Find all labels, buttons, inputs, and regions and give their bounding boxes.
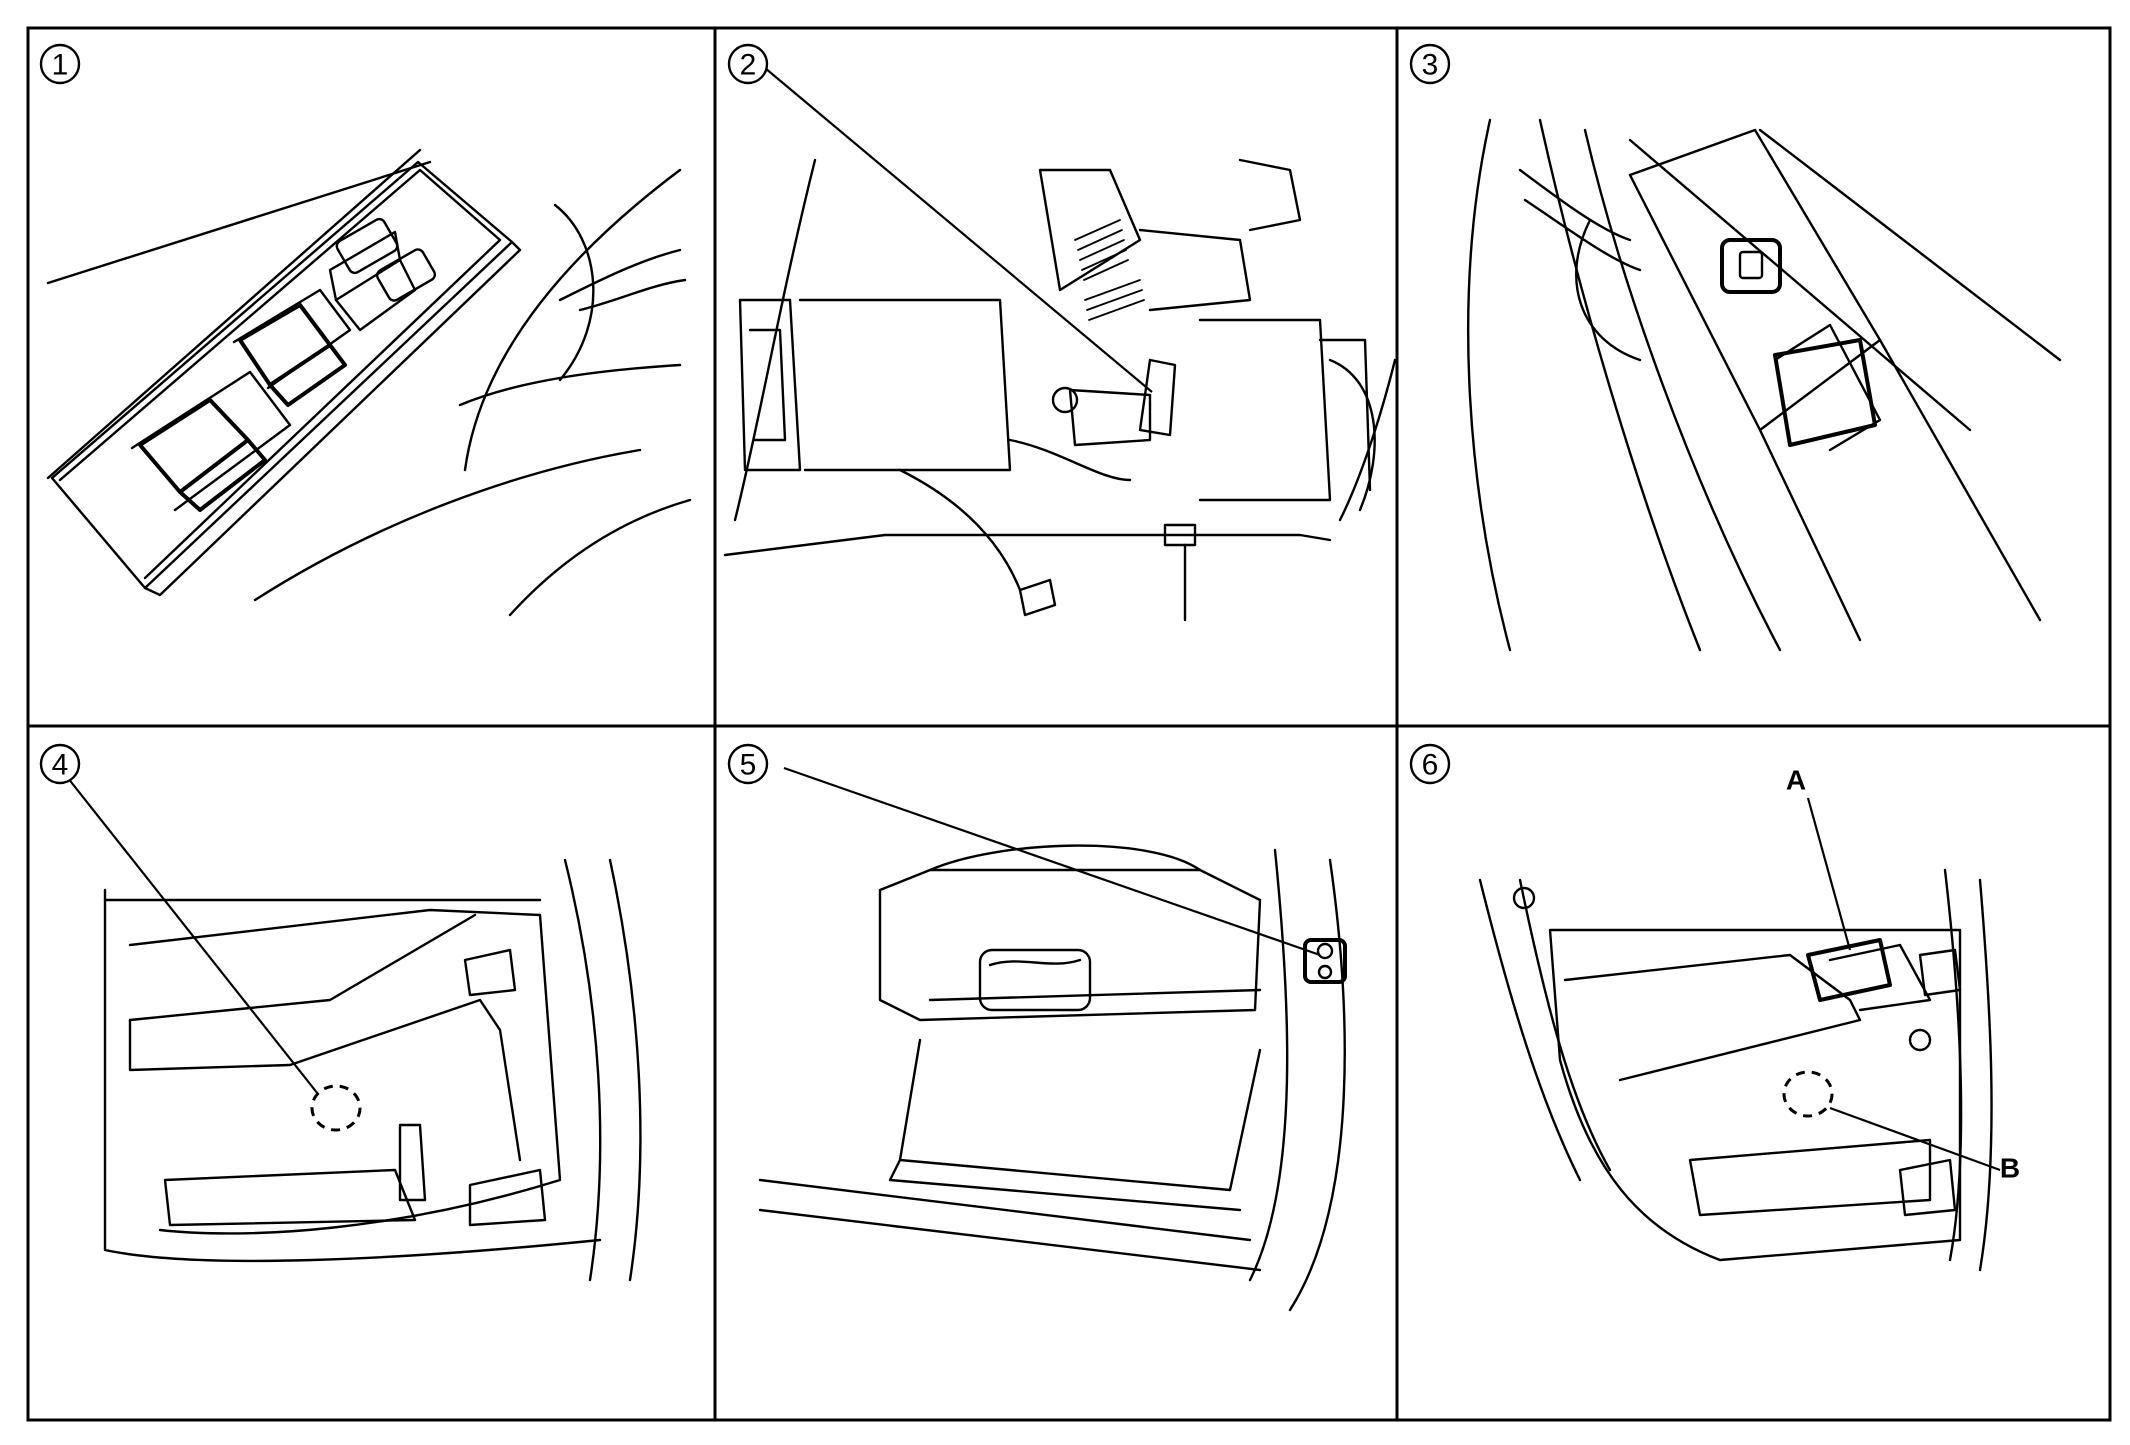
panel-6-rear-door-trim [1478, 797, 2001, 1272]
panel-number-5-label: 5 [740, 749, 757, 782]
panel-number-2: 2 [727, 43, 769, 85]
panel-number-4-label: 4 [52, 749, 69, 782]
panel-number-1-label: 1 [52, 49, 69, 82]
panel-1-main-window-switch [46, 148, 692, 617]
callout-a-label: A [1786, 765, 1806, 796]
panel-grid [26, 26, 2112, 1422]
panel-number-4: 4 [39, 743, 81, 785]
panel-number-6: 6 [1409, 743, 1451, 785]
panel-number-6-label: 6 [1422, 749, 1439, 782]
panel-number-2-label: 2 [740, 49, 757, 82]
panel-5-seat-side [758, 766, 1347, 1312]
panel-3-passenger-window-switch [1467, 118, 2062, 652]
panel-2-dash-connector [723, 67, 1397, 622]
panel-number-1: 1 [39, 43, 81, 85]
panel-4-front-door-trim [59, 767, 642, 1282]
panel-number-5: 5 [727, 743, 769, 785]
panel-number-3: 3 [1409, 43, 1451, 85]
callout-b-label: B [2000, 1153, 2020, 1184]
panel-number-3-label: 3 [1422, 49, 1439, 82]
